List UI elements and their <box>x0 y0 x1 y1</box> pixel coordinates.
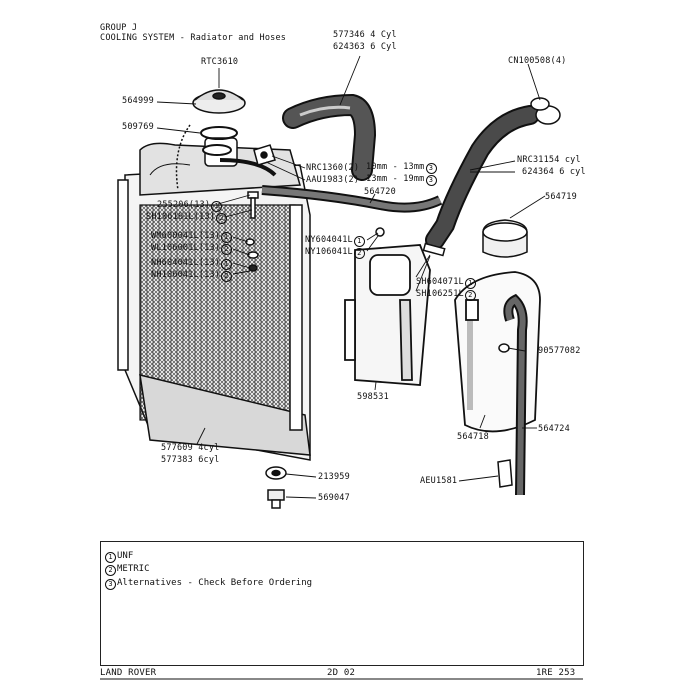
sh106161l-text: SH106161L(13) <box>146 212 216 222</box>
washer-icon <box>202 144 232 156</box>
label-90577082: 90577082 <box>538 346 581 356</box>
label-nrc3115: NRC31154 cyl <box>517 155 581 165</box>
label-nrc1360: NRC1360(2) <box>306 163 359 173</box>
legend-unf-text: UNF <box>117 551 134 561</box>
label-564724: 564724 <box>538 424 570 434</box>
footer-page: 2D 02 <box>327 668 356 678</box>
radiator-cap <box>192 89 246 114</box>
footer-ref: 1RE 253 <box>536 668 576 678</box>
label-top-hose-6cyl: 624363 6 Cyl <box>333 42 397 52</box>
label-569047: 569047 <box>318 493 350 503</box>
bolt-icon <box>245 191 259 272</box>
p255206-text: 255206(13) <box>157 200 211 210</box>
label-255206: 255206(13)1 <box>157 200 223 212</box>
label-213959: 213959 <box>318 472 350 482</box>
label-509769: 509769 <box>122 122 154 132</box>
circle-1-icon: 1 <box>353 236 365 247</box>
ny604041l-text: NY604041L <box>305 235 353 245</box>
circle-2-icon: 2 <box>216 213 228 224</box>
circle-2-icon: 2 <box>464 290 476 301</box>
circle-1-icon: 1 <box>221 232 233 243</box>
circle-1-icon: 1 <box>211 201 223 212</box>
label-aeu1581: AEU1581 <box>420 476 458 486</box>
label-598531: 598531 <box>357 392 389 402</box>
group-label: GROUP J <box>100 23 138 33</box>
sh604071l-text: SH604071L <box>416 277 464 287</box>
circle-1-icon: 1 <box>464 278 476 289</box>
label-624364: 624364 6 cyl <box>522 167 586 177</box>
circle-2-icon: 2 <box>221 271 233 282</box>
tank-bracket <box>344 244 431 386</box>
leader-lines <box>156 55 546 499</box>
tank-cap <box>482 219 528 258</box>
legend-alternatives-text: Alternatives - Check Before Ordering <box>117 578 313 588</box>
size-13-19-text: 13mm - 19mm <box>366 174 425 184</box>
label-clip: CN100508(4) <box>508 56 567 66</box>
label-nh604041l: NH604041L(13)1 <box>151 258 233 270</box>
circle-2-icon: 2 <box>105 565 116 576</box>
circle-3-icon: 3 <box>425 175 437 186</box>
top-hose <box>282 93 377 181</box>
seal-ring-icon <box>200 126 238 140</box>
label-wl106001l: WL106001L(13)2 <box>151 243 233 255</box>
drain-plug <box>265 466 287 509</box>
ny106041l-text: NY106041L <box>305 247 353 257</box>
label-aau1983: AAU1983(2) <box>306 175 359 185</box>
footer-brand: LAND ROVER <box>100 668 157 678</box>
circle-3-icon: 3 <box>105 579 116 590</box>
sh106251l-text: SH106251L <box>416 289 464 299</box>
nh106041l-text: NH106041L(13) <box>151 270 221 280</box>
label-radiator-6cyl: 577383 6cyl <box>161 455 220 465</box>
label-nh106041l: NH106041L(13)2 <box>151 270 233 282</box>
cap-chain <box>175 124 191 191</box>
radiator <box>117 137 311 461</box>
label-radiator-4cyl: 577609 4cyl <box>161 443 220 453</box>
hose-clip-icon <box>498 343 510 353</box>
clip-icon <box>530 97 561 125</box>
circle-1-icon: 1 <box>105 552 116 563</box>
aau1983-text: AAU1983(2) <box>306 175 360 185</box>
circle-1-icon: 1 <box>221 259 233 270</box>
label-wm600041l: WM600041L(13)1 <box>151 231 233 243</box>
hose-clip <box>253 144 276 166</box>
nh604041l-text: NH604041L(13) <box>151 258 221 268</box>
page-title: COOLING SYSTEM - Radiator and Hoses <box>100 33 287 43</box>
label-564719: 564719 <box>545 192 577 202</box>
overflow-hose <box>425 105 540 250</box>
circle-3-icon: 3 <box>425 163 437 174</box>
label-cap: RTC3610 <box>201 57 239 67</box>
pipe-clip-icon <box>497 459 513 488</box>
label-564720: 564720 <box>364 187 396 197</box>
nrc1360-text: NRC1360(2) <box>306 163 360 173</box>
wl106001l-text: WL106001L(13) <box>151 243 221 253</box>
bolt-icon <box>375 227 446 257</box>
legend-metric-text: METRIC <box>117 564 150 574</box>
circle-2-icon: 2 <box>353 248 365 259</box>
label-top-hose-4cyl: 577346 4 Cyl <box>333 30 397 40</box>
circle-2-icon: 2 <box>221 244 233 255</box>
size-10-13-text: 10mm - 13mm <box>366 162 425 172</box>
wm600041l-text: WM600041L(13) <box>151 231 221 241</box>
label-564999: 564999 <box>122 96 154 106</box>
label-564718: 564718 <box>457 432 489 442</box>
label-sh106161l: SH106161L(13)2 <box>146 212 228 224</box>
